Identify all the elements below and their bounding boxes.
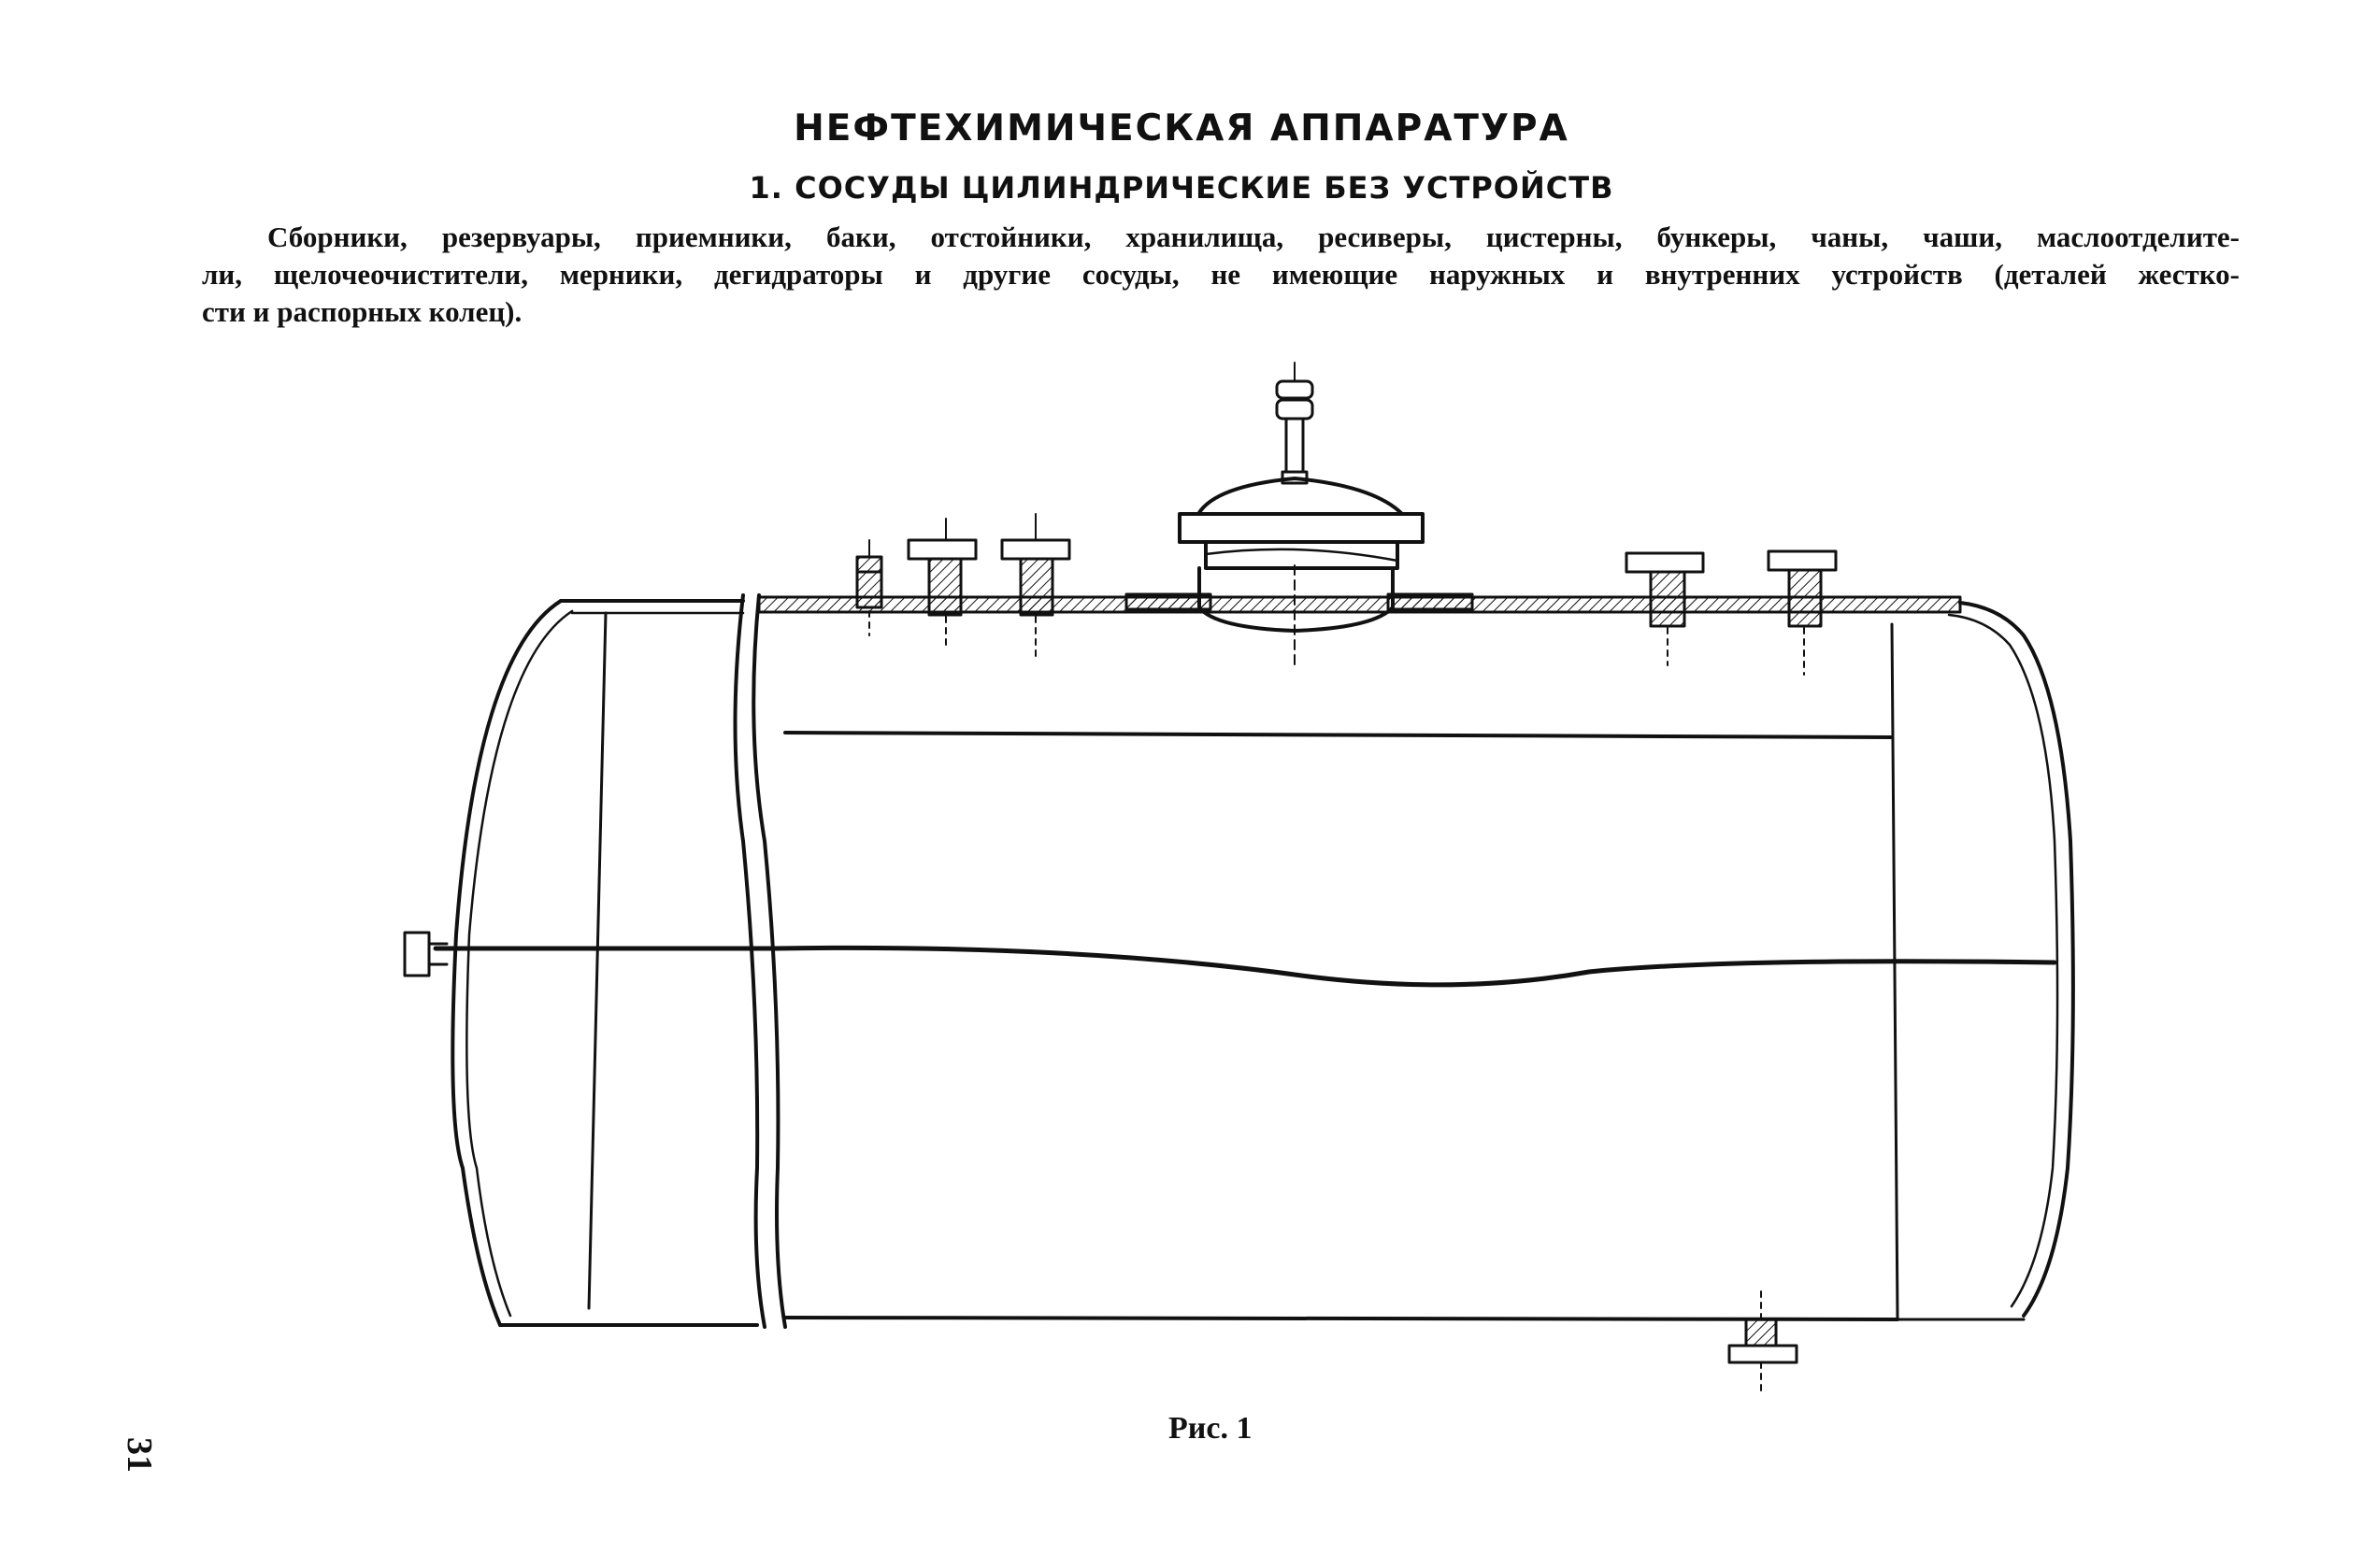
break-lines <box>733 593 787 1329</box>
shell-top-wall <box>757 595 1962 1321</box>
section-subtitle: 1. СОСУДЫ ЦИЛИНДРИЧЕСКИЕ БЕЗ УСТРОЙСТВ <box>749 170 1614 206</box>
nozzle-flanged-5 <box>1767 549 1838 676</box>
nozzle-bottom-drain <box>1727 1290 1798 1393</box>
nozzle-flanged-2 <box>907 518 978 646</box>
page-number: 31 <box>120 1437 159 1473</box>
paragraph-line-3: сти и распорных колец). <box>202 295 523 328</box>
nozzle-flanged-3 <box>1000 513 1071 663</box>
page-title: НЕФТЕХИМИЧЕСКАЯ АППАРАТУРА <box>794 107 1569 150</box>
manhole <box>1124 362 1474 669</box>
figure-caption: Рис. 1 <box>1168 1411 1253 1446</box>
liquid-level-line <box>433 945 2057 988</box>
description-paragraph: Сборники, резервуары, приемники, баки, о… <box>202 219 2240 331</box>
nozzle-flanged-4 <box>1625 551 1705 666</box>
right-head <box>1890 601 2075 1321</box>
nozzle-small-1 <box>855 539 883 636</box>
paragraph-line-2: ли, щелочеочистители, мерники, дегидрато… <box>202 258 2240 291</box>
left-head <box>403 599 759 1327</box>
paragraph-line-1: Сборники, резервуары, приемники, баки, о… <box>267 221 2240 253</box>
